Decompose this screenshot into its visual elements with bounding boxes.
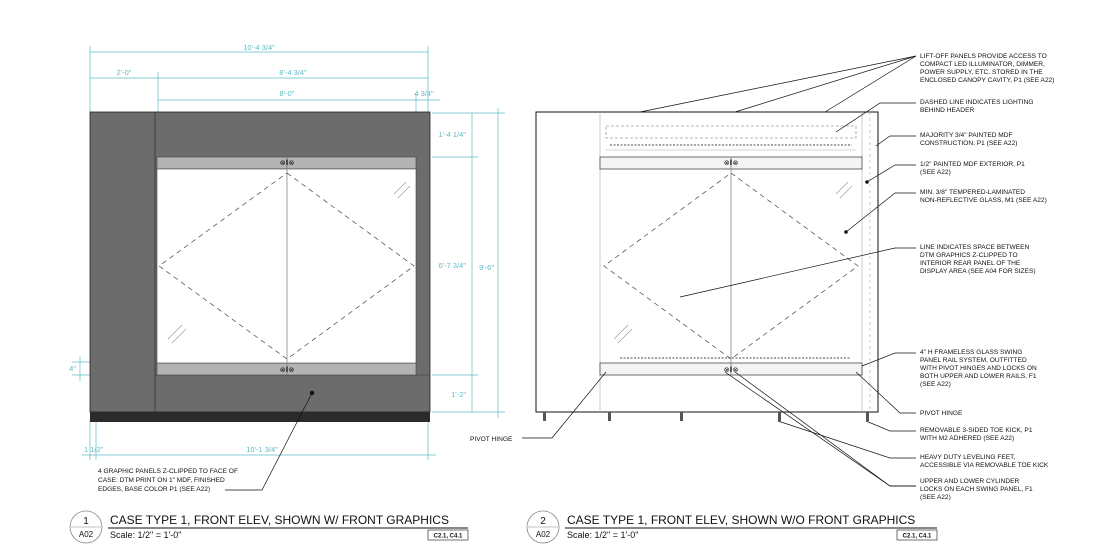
note-dashed-line: DASHED LINE INDICATES LIGHTING BEHIND HE… [920,99,1035,114]
sheet-number: A02 [536,530,551,539]
ref-box [427,529,469,541]
dim-right-width: 8'-4 3/4" [279,68,307,77]
note-leader [855,371,916,414]
note-pivot-hinge: PIVOT HINGE [920,410,963,417]
view2-elevation: ⊗‖⊗ ⊗‖⊗ PIVOT HINGE LIFT-OFF PANELS PROV… [470,53,1055,501]
sheet-ref: C2.1, C4.1 [903,534,932,540]
note-leader [777,420,916,459]
ref-box [896,529,938,541]
note-rail-system: 4" H FRAMELESS GLASS SWING PANEL RAIL SY… [920,349,1039,388]
note-leader [824,55,917,113]
dim-header-height: 1'-4 1/4" [439,130,467,139]
leader-dot [844,230,848,234]
dim-base-height: 1'-2" [451,390,466,399]
dim-rail-height: 4" [69,364,76,373]
view1-elevation: 10'-4 3/4" 2'-0" 8'-4 3/4" 8'-0" 4 3/4" … [69,43,505,493]
note-leveling-feet: HEAVY DUTY LEVELING FEET, ACCESSIBLE VIA… [920,454,1049,469]
glass-mark [171,328,187,344]
view-title: CASE TYPE 1, FRONT ELEV, SHOWN W/ FRONT … [110,513,449,527]
note-mdf-exterior: 1/2" PAINTED MDF EXTERIOR, P1 (SEE A22) [920,161,1027,176]
view-title: CASE TYPE 1, FRONT ELEV, SHOWN W/O FRONT… [567,513,915,527]
note-leader [865,420,916,432]
note-leader [845,192,916,233]
dim-opening-width: 8'-0" [280,89,295,98]
leveling-foot [866,412,869,421]
detail-number: 1 [83,516,89,527]
dim-left-panel: 2'-0" [117,68,132,77]
note-glass: MIN. 3/8" TEMPERED-LAMINATED NON-REFLECT… [920,189,1047,204]
view1-title-block: 1 A02 CASE TYPE 1, FRONT ELEV, SHOWN W/ … [69,510,469,544]
view2-title-block: 2 A02 CASE TYPE 1, FRONT ELEV, SHOWN W/O… [526,510,938,544]
dim-overall-width: 10'-4 3/4" [243,43,275,52]
note-lift-off-panels: LIFT-OFF PANELS PROVIDE ACCESS TO COMPAC… [920,53,1055,84]
dim-bottom-left: 1 1/2" [84,445,104,454]
dim-right-side: 4 3/4" [414,89,434,98]
graphic-diamond [158,172,415,360]
note-leader [522,371,607,439]
note-cylinder-locks: UPPER AND LOWER CYLINDER LOCKS ON EACH S… [920,478,1035,501]
hinge-icon: ⊗‖⊗ [724,160,739,167]
glass-mark [839,185,853,199]
glass-mark [835,181,849,195]
sheet-ref: C2.1, C4.1 [434,534,463,540]
toe-kick [90,412,430,422]
glass-mark [167,324,183,340]
canopy-lighting [605,125,857,139]
note-leader [679,247,916,298]
detail-bubble [69,510,103,544]
pivot-hinge-left-note: PIVOT HINGE [470,436,513,443]
note-leader [734,55,917,113]
leader-dot [865,180,869,184]
note-leader [639,55,917,113]
graphic-panels-note: 4 GRAPHIC PANELS Z-CLIPPED TO FACE OF CA… [98,468,240,493]
note-leader [866,164,916,183]
dim-bottom-width: 10'-1 3/4" [246,445,278,454]
hinge-icon: ⊗‖⊗ [280,160,295,167]
leveling-foot [543,412,546,421]
view-scale: Scale: 1/2" = 1'-0" [110,530,181,540]
dim-opening-height: 6'-7 3/4" [439,261,467,270]
note-leader [861,352,916,367]
glass-mark [613,324,629,340]
detail-bubble [526,510,560,544]
glass-opening [156,168,417,364]
leveling-foot [608,412,611,421]
graphic-diamond [603,172,859,360]
note-leader [875,135,916,147]
glass-mark [393,181,407,195]
view-scale: Scale: 1/2" = 1'-0" [567,530,638,540]
detail-number: 2 [540,516,546,527]
leveling-foot [680,412,683,421]
note-graphics-space: LINE INDICATES SPACE BETWEEN DTM GRAPHIC… [920,244,1036,275]
sheet-number: A02 [79,530,94,539]
note-mdf-construction: MAJORITY 3/4" PAINTED MDF CONSTRUCTION, … [920,132,1017,147]
dim-overall-height: 9'-6" [479,263,494,272]
note-leader [225,392,313,491]
note-leader [724,371,916,487]
hinge-icon: ⊗‖⊗ [280,367,295,374]
note-leader [835,102,916,133]
glass-mark [397,185,411,199]
hinge-icon: ⊗‖⊗ [724,367,739,374]
note-toe-kick: REMOVABLE 3-SIDED TOE KICK, P1 WITH M2 A… [920,427,1034,442]
leveling-foot [778,412,781,421]
glass-mark [617,328,633,344]
